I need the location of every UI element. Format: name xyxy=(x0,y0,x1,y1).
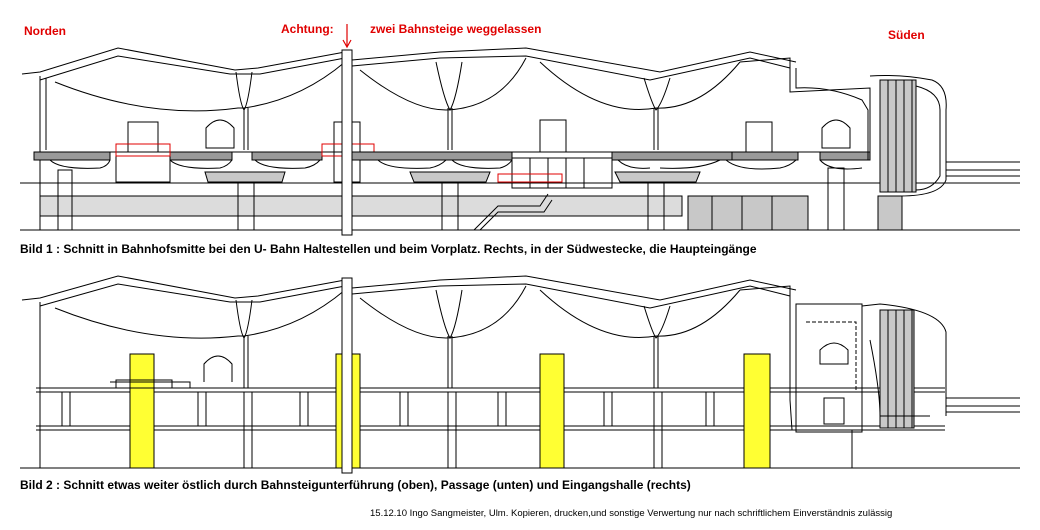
attention-label: Achtung: xyxy=(281,22,334,36)
omitted-platforms-label: zwei Bahnsteige weggelassen xyxy=(370,22,542,36)
section-2-drawing xyxy=(20,275,1020,474)
copyright-footer: 15.12.10 Ingo Sangmeister, Ulm. Kopieren… xyxy=(370,508,893,519)
north-label: Norden xyxy=(24,24,66,38)
south-label: Süden xyxy=(888,28,925,42)
section-1-drawing xyxy=(20,47,1020,236)
figure-2-caption: Bild 2 : Schnitt etwas weiter östlich du… xyxy=(20,478,691,492)
down-arrow-icon xyxy=(342,24,352,49)
figure-1-caption: Bild 1 : Schnitt in Bahnhofsmitte bei de… xyxy=(20,242,757,256)
